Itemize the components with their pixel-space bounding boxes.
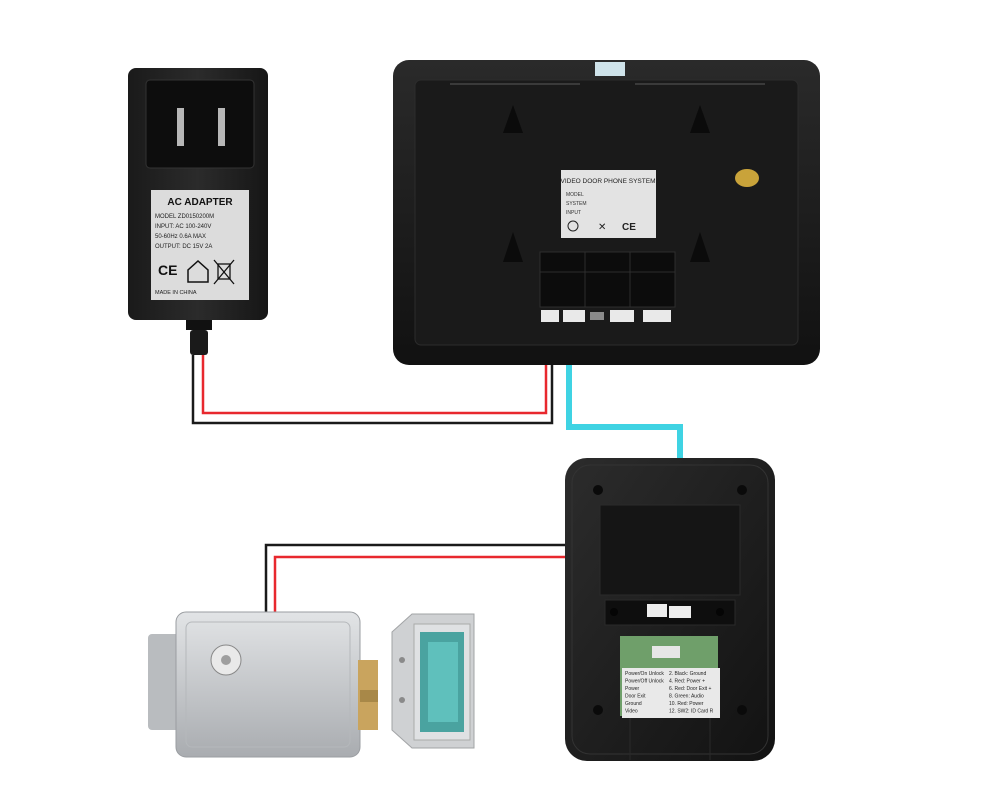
- monitor-top-connector: [595, 62, 625, 76]
- adapter-title: AC ADAPTER: [167, 197, 233, 208]
- terminal-note: Power: [625, 686, 640, 692]
- terminal-note: 6. Red: Door Exit +: [669, 686, 711, 692]
- terminal-note: Door Exit: [625, 694, 646, 700]
- terminal-note: 10. Red: Power: [669, 701, 704, 707]
- monitor-terminal-block: [539, 251, 676, 308]
- weee-bin-icon: [213, 259, 235, 285]
- screw-hole-bottom-left: [593, 705, 603, 715]
- ac-adapter: AC ADAPTER MODEL ZD0150200M INPUT: AC 10…: [128, 68, 268, 355]
- monitor-ce-mark: CE: [622, 222, 636, 233]
- outdoor-connector-lock: [647, 604, 667, 617]
- adapter-input: INPUT: AC 100-240V: [155, 224, 211, 230]
- adapter-output: OUTPUT: DC 15V 2A: [155, 244, 212, 250]
- house-icon: [187, 259, 209, 283]
- terminal-note: 8. Green: Audio: [669, 694, 704, 700]
- lock-body: [175, 611, 361, 758]
- terminal-note: 12. SW2: ID Card R: [669, 709, 714, 715]
- terminal-note: Ground: [625, 701, 642, 707]
- terminal-note: Power/On Unlock: [625, 671, 664, 677]
- terminal-note: 4. Red: Power +: [669, 679, 705, 685]
- adapter-ce-mark: CE: [158, 262, 177, 278]
- outdoor-connector-signal: [669, 606, 691, 618]
- strike-plate: [391, 613, 475, 749]
- electric-lock: [148, 611, 378, 758]
- monitor-label-title: VIDEO DOOR PHONE SYSTEM: [561, 178, 656, 185]
- monitor-label-model: MODEL: [566, 192, 584, 198]
- adapter-wires: [191, 325, 554, 425]
- screw-hole-bottom-right: [737, 705, 747, 715]
- adapter-ground-wire: [191, 325, 554, 425]
- mount-hook-bottom-left: [503, 232, 523, 262]
- screw-hole-top-left: [593, 485, 603, 495]
- monitor-connectors: [541, 310, 671, 322]
- plug-prong-left: [177, 108, 184, 146]
- terminal-notes: [622, 668, 720, 718]
- mount-hook-top-right: [690, 105, 710, 133]
- monitor-label: [561, 170, 656, 238]
- adapter-power-wire: [201, 325, 548, 415]
- plug-prong-right: [218, 108, 225, 146]
- monitor-label-input: INPUT: [566, 210, 581, 216]
- check-mark-icon: [567, 220, 579, 232]
- mount-hook-bottom-right: [690, 232, 710, 262]
- terminal-note: 2. Black: Ground: [669, 671, 706, 677]
- terminal-note: Video: [625, 709, 638, 715]
- cross-bin-icon: ✕: [598, 222, 606, 233]
- adapter-model: MODEL ZD0150200M: [155, 214, 214, 220]
- indoor-monitor: VIDEO DOOR PHONE SYSTEM MODEL SYSTEM INP…: [393, 60, 820, 365]
- monitor-gold-sticker: [735, 169, 759, 187]
- mount-hook-top-left: [503, 105, 523, 133]
- adapter-frequency: 50-60Hz 0.6A MAX: [155, 234, 206, 240]
- monitor-label-icons: ✕ CE: [567, 220, 636, 233]
- terminal-notes-right: 2. Black: Ground 4. Red: Power +6. Red: D…: [669, 671, 714, 715]
- monitor-label-system: SYSTEM: [566, 201, 587, 207]
- terminal-note: Power/Off Unlock: [625, 679, 664, 685]
- adapter-origin: MADE IN CHINA: [155, 290, 197, 296]
- screw-hole-top-right: [737, 485, 747, 495]
